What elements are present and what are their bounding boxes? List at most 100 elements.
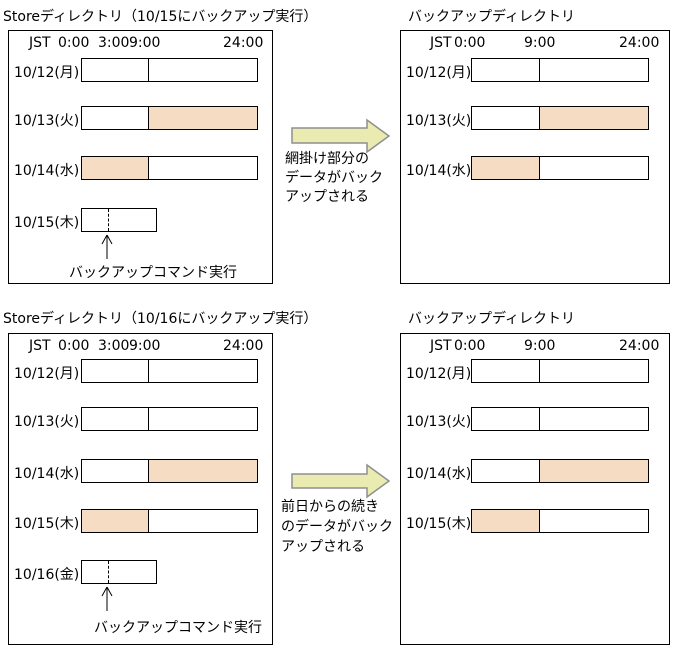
bar-segment <box>82 460 148 482</box>
bar-segment <box>472 157 539 179</box>
bar-segment <box>82 157 148 179</box>
note-line: のデータがバック <box>281 519 393 535</box>
timeline-bar <box>471 58 649 82</box>
bar-segment <box>539 460 648 482</box>
bar-segment <box>472 107 539 129</box>
time-tick-0: 0:00 <box>454 338 486 354</box>
bar-segment <box>472 59 539 81</box>
timeline-bar <box>81 359 258 383</box>
date-label: 10/13(火) <box>14 414 80 430</box>
bar-segment <box>148 107 257 129</box>
note-line: 前日からの続き <box>281 499 379 515</box>
time-tick-24: 24:00 <box>223 35 264 51</box>
bar-segment <box>148 510 257 532</box>
timeline-bar <box>471 156 649 180</box>
timeline-bar <box>471 359 649 383</box>
timeline-bar <box>81 407 258 431</box>
time-tick-24: 24:00 <box>223 338 264 354</box>
time-tick-9: 9:00 <box>129 338 161 354</box>
date-label: 10/15(木) <box>14 516 80 532</box>
jst-label: JST <box>430 338 452 354</box>
store-directory-title-bottom: Storeディレクトリ（10/16にバックアップ実行） <box>3 311 318 327</box>
time-tick-24: 24:00 <box>619 338 660 354</box>
jst-label: JST <box>29 338 51 354</box>
bar-segment <box>148 157 257 179</box>
bar-segment <box>539 59 648 81</box>
backup-flow-arrow <box>291 118 391 154</box>
backup-command-time-marker <box>108 209 109 231</box>
store-directory-panel-top: JST 0:00 3:00 9:00 24:00 10/12(月) 10/13(… <box>8 30 273 284</box>
backup-command-arrow <box>101 234 113 259</box>
backup-directory-title-bottom: バックアップディレクトリ <box>408 311 576 327</box>
date-label: 10/12(月) <box>14 366 80 382</box>
date-label: 10/14(水) <box>14 163 80 179</box>
note-line: データがバック <box>285 170 383 186</box>
bar-segment <box>148 408 257 430</box>
date-label: 10/15(木) <box>14 215 80 231</box>
time-tick-9: 9:00 <box>524 35 556 51</box>
bar-segment <box>539 360 648 382</box>
time-tick-9: 9:00 <box>524 338 556 354</box>
date-label: 10/12(月) <box>406 65 472 81</box>
timeline-bar <box>471 509 649 533</box>
bar-segment <box>539 510 648 532</box>
partial-timeline-bar <box>81 560 157 584</box>
backup-directory-panel-bottom: JST 0:00 9:00 24:00 10/12(月) 10/13(火) 10… <box>400 333 670 645</box>
backup-command-label: バックアップコマンド実行 <box>69 265 237 281</box>
note-line: 網掛け部分の <box>285 151 369 167</box>
timeline-bar <box>81 509 258 533</box>
time-tick-3: 3:00 <box>98 338 130 354</box>
date-label: 10/14(水) <box>406 163 472 179</box>
date-label: 10/13(火) <box>406 414 472 430</box>
bar-segment <box>148 59 257 81</box>
flow-arrow-note: 前日からの続き のデータがバック アップされる <box>281 497 393 557</box>
bar-segment <box>539 157 648 179</box>
bar-segment <box>539 107 648 129</box>
date-label: 10/13(火) <box>406 113 472 129</box>
jst-label: JST <box>29 35 51 51</box>
time-tick-24: 24:00 <box>619 35 660 51</box>
backup-flow-arrow <box>291 463 391 499</box>
note-line: アップされる <box>285 189 369 205</box>
date-label: 10/15(木) <box>406 516 472 532</box>
date-label: 10/16(金) <box>14 567 80 583</box>
bar-segment <box>148 360 257 382</box>
date-label: 10/12(月) <box>406 366 472 382</box>
partial-timeline-bar <box>81 208 157 232</box>
bar-segment <box>82 510 148 532</box>
bar-segment <box>472 408 539 430</box>
timeline-bar <box>471 407 649 431</box>
time-tick-0: 0:00 <box>58 338 90 354</box>
bar-segment <box>148 460 257 482</box>
timeline-bar <box>81 58 258 82</box>
timeline-bar <box>81 459 258 483</box>
bar-segment <box>82 107 148 129</box>
date-label: 10/14(水) <box>406 466 472 482</box>
backup-command-label: バックアップコマンド実行 <box>94 620 262 636</box>
bar-segment <box>472 360 539 382</box>
store-directory-title-top: Storeディレクトリ（10/15にバックアップ実行） <box>3 9 318 25</box>
bar-segment <box>82 408 148 430</box>
bar-segment <box>539 408 648 430</box>
jst-label: JST <box>430 35 452 51</box>
date-label: 10/12(月) <box>14 65 80 81</box>
time-tick-0: 0:00 <box>58 35 90 51</box>
timeline-bar <box>471 106 649 130</box>
backup-directory-panel-top: JST 0:00 9:00 24:00 10/12(月) 10/13(火) 10… <box>400 30 670 284</box>
timeline-bar <box>81 106 258 130</box>
bar-segment <box>472 460 539 482</box>
timeline-bar <box>81 156 258 180</box>
time-tick-9: 9:00 <box>129 35 161 51</box>
backup-command-time-marker <box>108 561 109 583</box>
bar-segment <box>472 510 539 532</box>
backup-command-arrow <box>101 586 113 611</box>
store-directory-panel-bottom: JST 0:00 3:00 9:00 24:00 10/12(月) 10/13(… <box>8 333 273 645</box>
date-label: 10/13(火) <box>14 113 80 129</box>
backup-directory-title-top: バックアップディレクトリ <box>408 9 576 25</box>
flow-arrow-note: 網掛け部分の データがバック アップされる <box>285 150 383 207</box>
timeline-bar <box>471 459 649 483</box>
time-tick-0: 0:00 <box>454 35 486 51</box>
bar-segment <box>82 59 148 81</box>
time-tick-3: 3:00 <box>98 35 130 51</box>
